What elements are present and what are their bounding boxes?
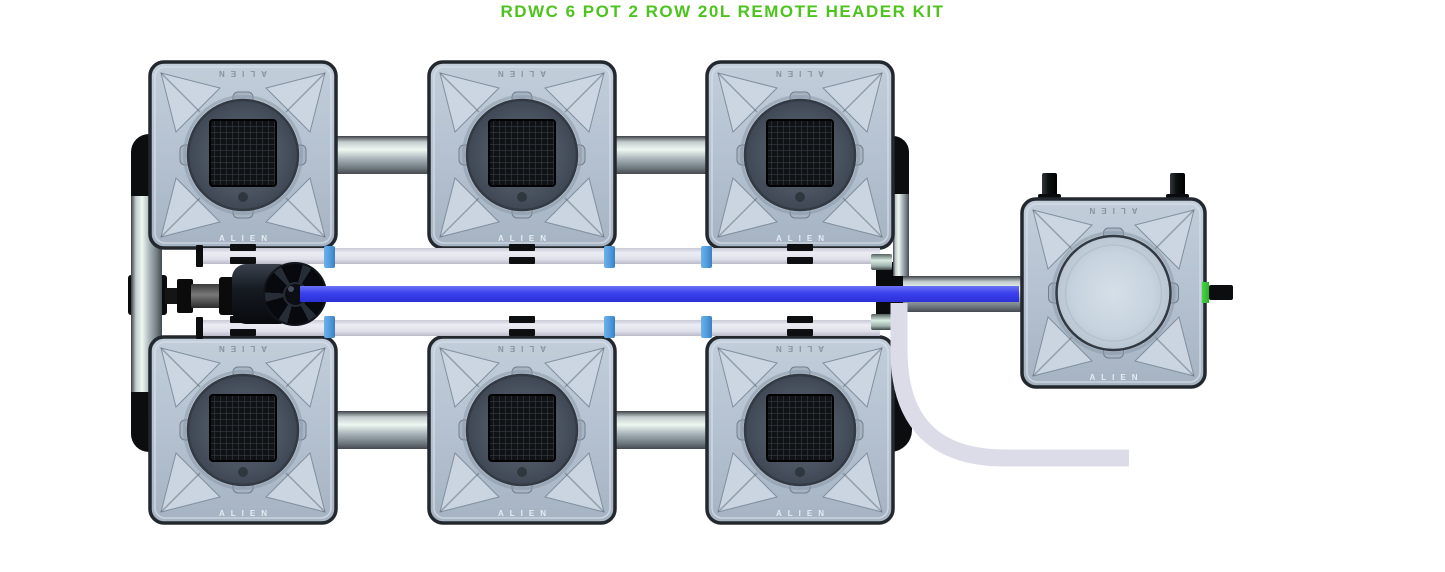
right-link-pipe bbox=[893, 172, 909, 276]
brand-label: ALIEN bbox=[498, 509, 552, 518]
valve-flange bbox=[177, 279, 193, 313]
pot-fitting bbox=[509, 316, 535, 323]
grow-pot-5: ALIEN ALIEN bbox=[427, 335, 617, 525]
brand-label: ALIEN bbox=[770, 344, 824, 353]
pipe-collar bbox=[871, 314, 892, 330]
silver-link-pipe bbox=[609, 411, 714, 449]
pot-fitting bbox=[509, 257, 535, 264]
return-pipe-top-endcap bbox=[196, 245, 203, 267]
brand-label: ALIEN bbox=[498, 234, 552, 243]
tank-port-flange bbox=[1038, 194, 1061, 200]
brand-label: ALIEN bbox=[213, 69, 267, 78]
tank-port bbox=[1042, 173, 1057, 199]
pot-fitting bbox=[230, 244, 256, 251]
return-pipe-top bbox=[203, 248, 880, 264]
pipe-clip bbox=[324, 246, 335, 268]
float-valve-stub bbox=[1209, 285, 1233, 300]
return-pipe-bottom-endcap bbox=[196, 317, 203, 339]
brand-label: ALIEN bbox=[219, 234, 273, 243]
pipe-clip bbox=[324, 316, 335, 338]
pot-fitting bbox=[787, 316, 813, 323]
pot-fitting bbox=[230, 257, 256, 264]
silver-link-pipe bbox=[609, 136, 714, 174]
brand-label: ALIEN bbox=[776, 509, 830, 518]
brand-label: ALIEN bbox=[1089, 373, 1144, 382]
brand-label: ALIEN bbox=[1083, 206, 1138, 215]
pot-fitting bbox=[509, 329, 535, 336]
pump-connector bbox=[165, 288, 179, 304]
blue-delivery-pipe bbox=[300, 286, 1019, 302]
pot-fitting bbox=[787, 244, 813, 251]
brand-label: ALIEN bbox=[219, 509, 273, 518]
tank-port bbox=[1170, 173, 1185, 199]
brand-label: ALIEN bbox=[770, 69, 824, 78]
silver-link-pipe bbox=[330, 136, 435, 174]
tank-port-flange bbox=[1166, 194, 1189, 200]
brand-label: ALIEN bbox=[492, 344, 546, 353]
float-valve-fitting bbox=[1202, 282, 1209, 303]
remote-header-tank: ALIEN ALIEN bbox=[1020, 197, 1207, 389]
silver-link-pipe bbox=[330, 411, 435, 449]
inline-valve bbox=[191, 284, 221, 308]
grow-pot-4: ALIEN ALIEN bbox=[148, 335, 338, 525]
brand-label: ALIEN bbox=[492, 69, 546, 78]
brand-label: ALIEN bbox=[776, 234, 830, 243]
pump-highlight bbox=[288, 286, 294, 292]
pipe-clip bbox=[701, 246, 712, 268]
pipe-clip bbox=[604, 316, 615, 338]
grow-pot-3: ALIEN ALIEN bbox=[705, 60, 895, 250]
pipe-clip bbox=[604, 246, 615, 268]
grow-pot-1: ALIEN ALIEN bbox=[148, 60, 338, 250]
pot-fitting bbox=[787, 257, 813, 264]
pot-fitting bbox=[509, 244, 535, 251]
pipe-collar bbox=[871, 254, 892, 270]
pipe-clip bbox=[701, 316, 712, 338]
brand-label: ALIEN bbox=[213, 344, 267, 353]
pot-fitting bbox=[230, 329, 256, 336]
grow-pot-6: ALIEN ALIEN bbox=[705, 335, 895, 525]
pot-fitting bbox=[787, 329, 813, 336]
grow-pot-2: ALIEN ALIEN bbox=[427, 60, 617, 250]
page-title: RDWC 6 POT 2 ROW 20L REMOTE HEADER KIT bbox=[500, 2, 945, 21]
